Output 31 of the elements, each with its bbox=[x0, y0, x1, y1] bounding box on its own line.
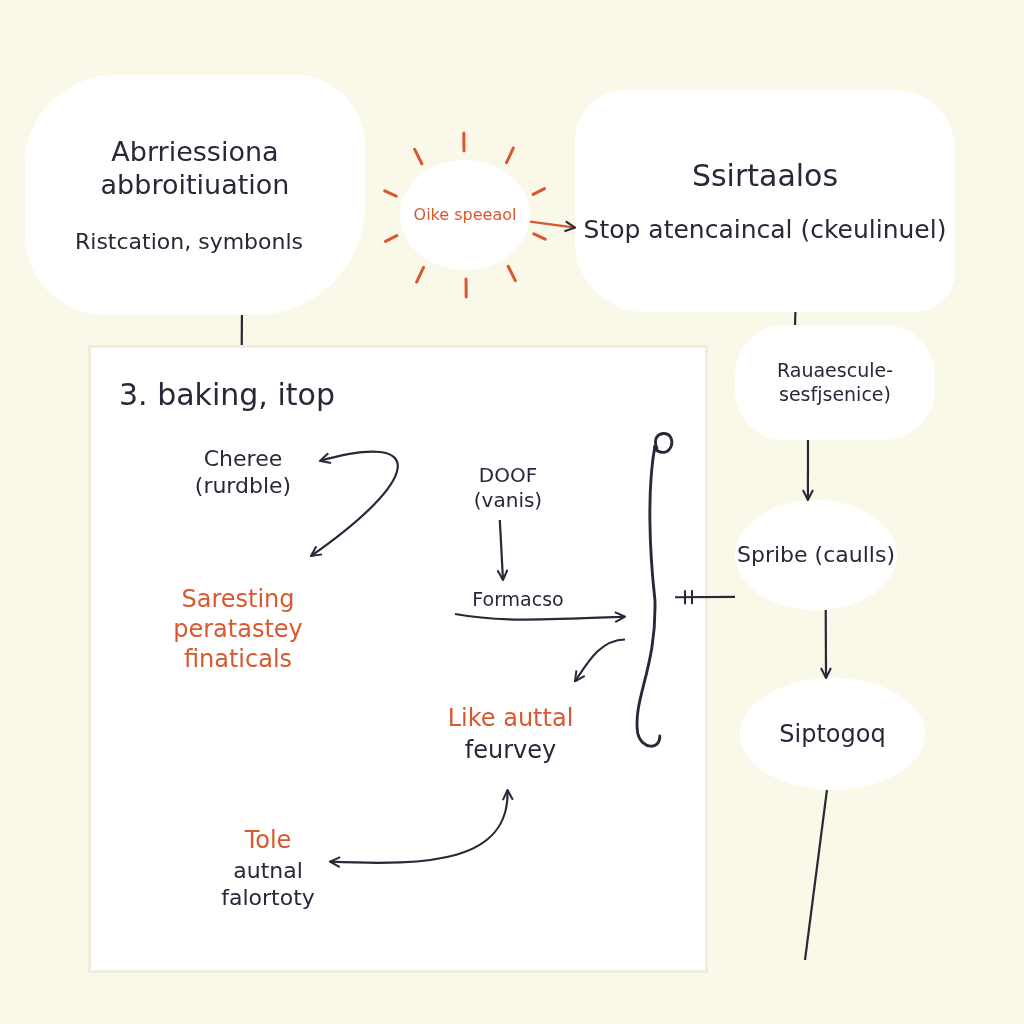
note-text: feurvey bbox=[464, 735, 557, 765]
arrow bbox=[529, 220, 576, 233]
rounded-blob bbox=[575, 90, 955, 312]
note-text: autnal falortoty bbox=[220, 856, 316, 912]
connector-line bbox=[803, 789, 829, 961]
heading-text: Ssirtaalos bbox=[691, 156, 839, 195]
note-text: Tole bbox=[244, 824, 292, 855]
note-text: Formacso bbox=[472, 588, 564, 612]
note-text: Oike speeaol bbox=[413, 205, 517, 225]
note-text: Stop atencaincal (ckeulinuel) bbox=[583, 214, 947, 246]
arrow bbox=[329, 789, 513, 869]
panel bbox=[88, 345, 708, 973]
note-text: Siptogoq bbox=[779, 719, 886, 749]
note-text: Rauaescule- sesfjsenice) bbox=[776, 358, 894, 407]
note-text: DOOF (vanis) bbox=[472, 463, 544, 513]
connector-line bbox=[793, 311, 797, 326]
connector-line bbox=[240, 315, 243, 345]
note-text: Cheree (rurdble) bbox=[193, 444, 293, 500]
note-text: Ristcation, symbonls bbox=[75, 228, 304, 256]
arrow bbox=[310, 450, 399, 557]
arrow bbox=[454, 611, 626, 624]
note-text: Saresting peratastey finaticals bbox=[172, 584, 304, 674]
heading-text: Abrriessiona abbroitiuation bbox=[99, 134, 291, 202]
rounded-blob bbox=[25, 75, 365, 315]
panel-heading: 3. baking, itop bbox=[119, 376, 335, 414]
arrow bbox=[801, 440, 814, 501]
arrow bbox=[574, 638, 626, 683]
arrow bbox=[496, 519, 509, 581]
note-text: Spribe (caulls) bbox=[737, 541, 895, 569]
note-text: Like auttal bbox=[447, 703, 574, 733]
arrow bbox=[820, 610, 832, 679]
